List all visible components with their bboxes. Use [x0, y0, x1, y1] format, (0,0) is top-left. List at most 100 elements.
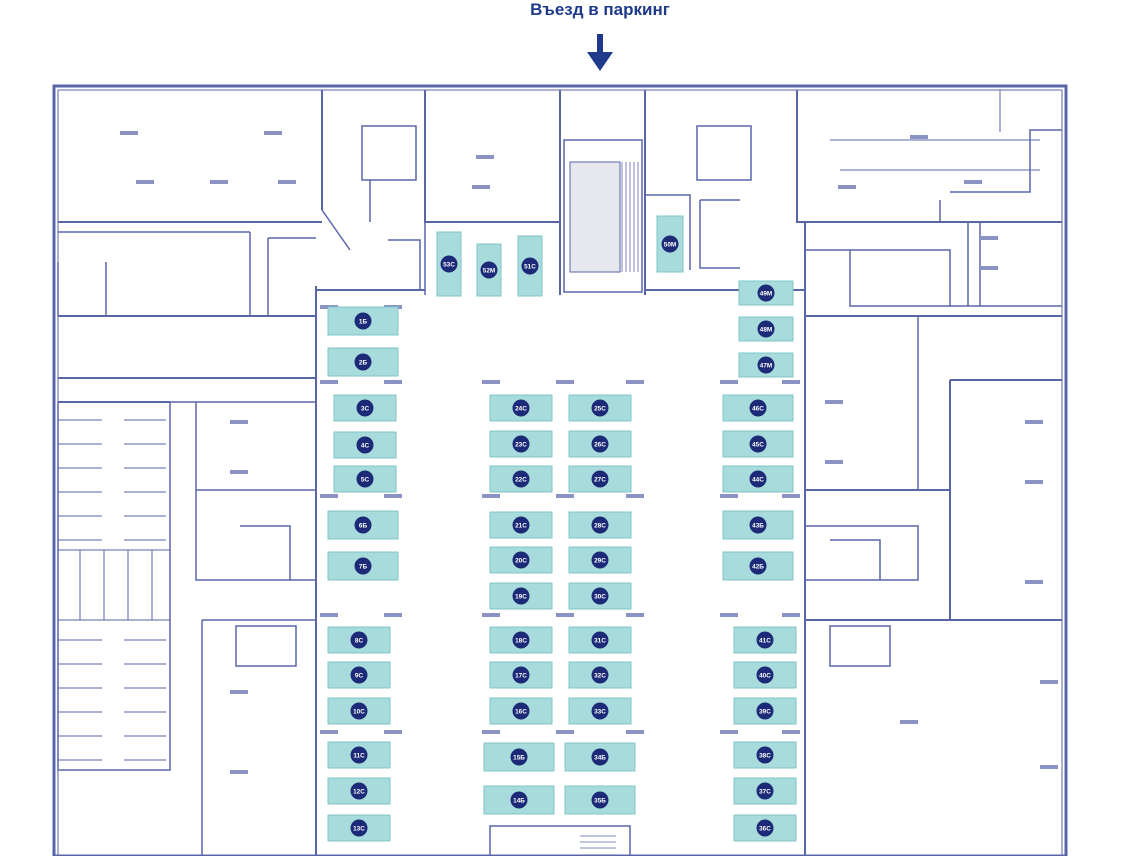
spot-badge [354, 353, 372, 371]
parking-spot[interactable]: 29С [568, 546, 632, 574]
parking-spot[interactable]: 16С [489, 697, 553, 725]
spot-badge [749, 435, 767, 453]
parking-spot[interactable]: 22С [489, 465, 553, 493]
spot-badge [480, 261, 498, 279]
parking-spot[interactable]: 9С [327, 661, 391, 689]
parking-spot[interactable]: 19С [489, 582, 553, 610]
parking-spot-area [327, 814, 391, 842]
spot-number: 50М [664, 241, 676, 248]
parking-spot[interactable]: 42Б [722, 551, 794, 581]
spot-badge [354, 557, 372, 575]
spot-badge [354, 312, 372, 330]
parking-spot[interactable]: 24С [489, 394, 553, 422]
parking-spot[interactable]: 35Б [564, 785, 636, 815]
parking-spot[interactable]: 6Б [327, 510, 399, 540]
parking-spot[interactable]: 13С [327, 814, 391, 842]
parking-spot[interactable]: 23С [489, 430, 553, 458]
parking-spot[interactable]: 2Б [327, 347, 399, 377]
spot-number: 34Б [594, 754, 606, 761]
parking-spot[interactable]: 3С [333, 394, 397, 422]
parking-spot[interactable]: 31С [568, 626, 632, 654]
structural-columns [120, 131, 1058, 774]
parking-spot-area [568, 582, 632, 610]
spot-number: 52М [483, 267, 495, 274]
spot-badge [749, 516, 767, 534]
parking-spot[interactable]: 25С [568, 394, 632, 422]
spot-number: 28С [594, 522, 606, 529]
spot-badge [591, 516, 609, 534]
parking-spot[interactable]: 33С [568, 697, 632, 725]
spot-number: 9С [355, 672, 364, 679]
parking-spot[interactable]: 32С [568, 661, 632, 689]
parking-spot[interactable]: 39С [733, 697, 797, 725]
spot-number: 11С [353, 752, 365, 759]
parking-spot[interactable]: 51С [517, 235, 543, 297]
spot-number: 41С [759, 637, 771, 644]
parking-spot[interactable]: 38С [733, 741, 797, 769]
spot-number: 39С [759, 708, 771, 715]
parking-spot[interactable]: 15Б [483, 742, 555, 772]
spot-number: 36С [759, 825, 771, 832]
parking-spot[interactable]: 1Б [327, 306, 399, 336]
spot-badge [756, 666, 774, 684]
spot-badge [591, 587, 609, 605]
parking-spot[interactable]: 44С [722, 465, 794, 493]
spot-number: 14Б [513, 797, 525, 804]
parking-spots: 53С 52М 51С 50М 1Б 2Б 3С 4С 5С 6Б 7Б 8С 9С 10С 11С 12С 1… [327, 215, 797, 842]
spot-badge [591, 748, 609, 766]
spot-badge [350, 746, 368, 764]
spot-number: 40С [759, 672, 771, 679]
spot-badge [749, 399, 767, 417]
spot-number: 24С [515, 405, 527, 412]
parking-spot[interactable]: 41С [733, 626, 797, 654]
parking-spot[interactable]: 21С [489, 511, 553, 539]
spot-number: 47М [760, 362, 772, 369]
parking-spot[interactable]: 20С [489, 546, 553, 574]
parking-spot[interactable]: 47М [738, 352, 794, 378]
parking-spot[interactable]: 10С [327, 697, 391, 725]
spot-number: 44С [752, 476, 764, 483]
spot-number: 31С [594, 637, 606, 644]
parking-spot[interactable]: 27С [568, 465, 632, 493]
spot-number: 46С [752, 405, 764, 412]
spot-badge [350, 702, 368, 720]
parking-spot[interactable]: 11С [327, 741, 391, 769]
parking-spot[interactable]: 36С [733, 814, 797, 842]
parking-spot[interactable]: 4С [333, 431, 397, 459]
parking-spot[interactable]: 18С [489, 626, 553, 654]
parking-spot[interactable]: 7Б [327, 551, 399, 581]
parking-spot-area [733, 777, 797, 805]
spot-number: 51С [524, 263, 536, 270]
parking-spot[interactable]: 37С [733, 777, 797, 805]
parking-spot[interactable]: 48М [738, 316, 794, 342]
spot-badge [756, 819, 774, 837]
parking-spot[interactable]: 46С [722, 394, 794, 422]
spot-badge [521, 257, 539, 275]
spot-number: 6Б [359, 522, 368, 529]
parking-spot[interactable]: 28С [568, 511, 632, 539]
parking-spot[interactable]: 49М [738, 280, 794, 306]
parking-spot[interactable]: 43Б [722, 510, 794, 540]
parking-spot[interactable]: 5С [333, 465, 397, 493]
parking-spot[interactable]: 53С [436, 231, 462, 297]
spot-badge [512, 435, 530, 453]
spot-badge [756, 702, 774, 720]
parking-spot[interactable]: 14Б [483, 785, 555, 815]
parking-spot[interactable]: 45С [722, 430, 794, 458]
parking-spot[interactable]: 52М [476, 243, 502, 297]
spot-number: 49М [760, 290, 772, 297]
spot-number: 29С [594, 557, 606, 564]
parking-spot[interactable]: 17С [489, 661, 553, 689]
spot-number: 18С [515, 637, 527, 644]
parking-spot[interactable]: 30С [568, 582, 632, 610]
spot-badge [512, 399, 530, 417]
parking-spot[interactable]: 40С [733, 661, 797, 689]
parking-spot[interactable]: 34Б [564, 742, 636, 772]
parking-spot[interactable]: 50М [656, 215, 684, 273]
parking-spot[interactable]: 8С [327, 626, 391, 654]
spot-number: 22С [515, 476, 527, 483]
parking-spot[interactable]: 26С [568, 430, 632, 458]
spot-badge [350, 666, 368, 684]
spot-number: 38С [759, 752, 771, 759]
parking-spot[interactable]: 12С [327, 777, 391, 805]
